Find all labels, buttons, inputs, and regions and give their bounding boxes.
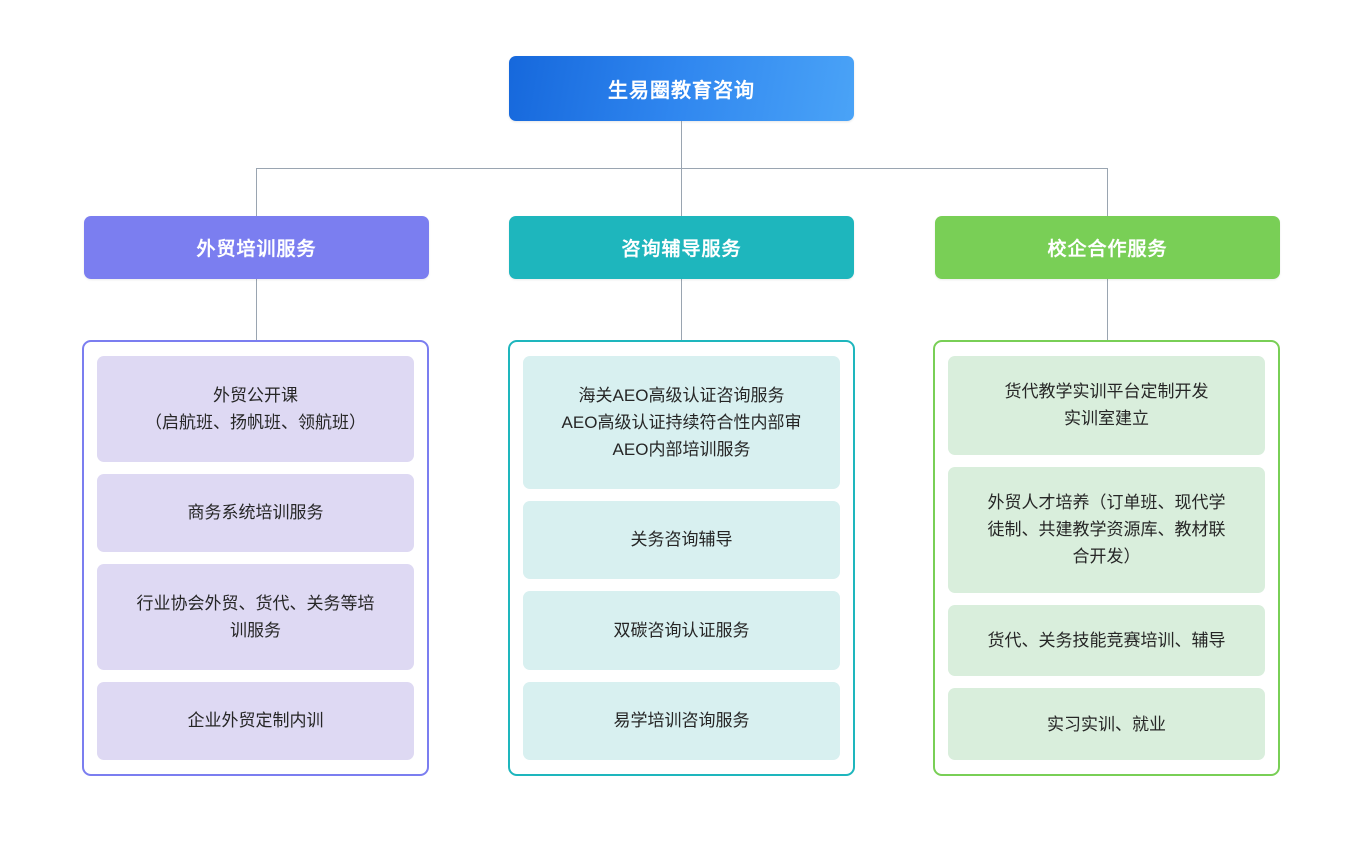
leaf-card-line: 训服务 <box>230 620 281 640</box>
leaf-card-line: 外贸公开课 <box>213 385 298 405</box>
leaf-card-line: 易学培训咨询服务 <box>613 711 750 731</box>
leaf-card[interactable]: 双碳咨询认证服务 <box>523 591 840 670</box>
branch-container-foreign-trade-training: 外贸公开课 （启航班、扬帆班、领航班） 商务系统培训服务 行业协会外贸、货代、关… <box>82 340 429 776</box>
leaf-card-line: AEO高级认证持续符合性内部审 <box>561 412 802 432</box>
leaf-card-line: 货代教学实训平台定制开发 <box>1004 382 1209 402</box>
connector-root-stem <box>681 121 682 168</box>
leaf-card[interactable]: 实习实训、就业 <box>948 688 1265 760</box>
leaf-card-line: 行业协会外贸、货代、关务等培 <box>136 593 375 613</box>
leaf-card-line: 合开发） <box>1072 547 1141 567</box>
leaf-card-line: 徒制、共建教学资源库、教材联 <box>987 520 1226 540</box>
leaf-card-line: 货代、关务技能竞赛培训、辅导 <box>987 630 1226 650</box>
leaf-card-line: （启航班、扬帆班、领航班） <box>145 412 366 432</box>
connector-drop-col2 <box>681 168 682 216</box>
connector-col1-to-box <box>256 279 257 340</box>
leaf-card[interactable]: 外贸人才培养（订单班、现代学 徒制、共建教学资源库、教材联 合开发） <box>948 466 1265 593</box>
leaf-card-line: 海关AEO高级认证咨询服务 <box>578 385 785 405</box>
branch-header-school-enterprise-cooperation[interactable]: 校企合作服务 <box>935 216 1280 279</box>
leaf-card[interactable]: 商务系统培训服务 <box>97 473 414 552</box>
branch-container-consulting-coaching: 海关AEO高级认证咨询服务 AEO高级认证持续符合性内部审 AEO内部培训服务 … <box>508 340 855 776</box>
connector-drop-col1 <box>256 168 257 216</box>
branch-header-consulting-coaching[interactable]: 咨询辅导服务 <box>509 216 854 279</box>
leaf-card-line: 关务咨询辅导 <box>630 530 733 550</box>
branch-header-foreign-trade-training[interactable]: 外贸培训服务 <box>84 216 429 279</box>
leaf-card-line: 商务系统培训服务 <box>187 503 324 523</box>
leaf-card[interactable]: 货代教学实训平台定制开发 实训室建立 <box>948 356 1265 455</box>
leaf-card-line: 实训室建立 <box>1064 409 1149 429</box>
leaf-card-line: 双碳咨询认证服务 <box>613 620 750 640</box>
leaf-card-line: AEO内部培训服务 <box>612 439 751 459</box>
branch-container-school-enterprise-cooperation: 货代教学实训平台定制开发 实训室建立 外贸人才培养（订单班、现代学 徒制、共建教… <box>933 340 1280 776</box>
leaf-card[interactable]: 关务咨询辅导 <box>523 500 840 579</box>
root-node[interactable]: 生易圈教育咨询 <box>509 56 854 121</box>
leaf-card[interactable]: 企业外贸定制内训 <box>97 681 414 760</box>
connector-col3-to-box <box>1107 279 1108 340</box>
leaf-card[interactable]: 易学培训咨询服务 <box>523 681 840 760</box>
leaf-card-line: 实习实训、就业 <box>1047 714 1166 734</box>
leaf-card-line: 外贸人才培养（订单班、现代学 <box>987 493 1226 513</box>
connector-drop-col3 <box>1107 168 1108 216</box>
leaf-card[interactable]: 行业协会外贸、货代、关务等培 训服务 <box>97 564 414 670</box>
leaf-card[interactable]: 海关AEO高级认证咨询服务 AEO高级认证持续符合性内部审 AEO内部培训服务 <box>523 356 840 489</box>
leaf-card[interactable]: 外贸公开课 （启航班、扬帆班、领航班） <box>97 356 414 462</box>
leaf-card-line: 企业外贸定制内训 <box>187 711 324 731</box>
connector-col2-to-box <box>681 279 682 340</box>
leaf-card[interactable]: 货代、关务技能竞赛培训、辅导 <box>948 604 1265 677</box>
